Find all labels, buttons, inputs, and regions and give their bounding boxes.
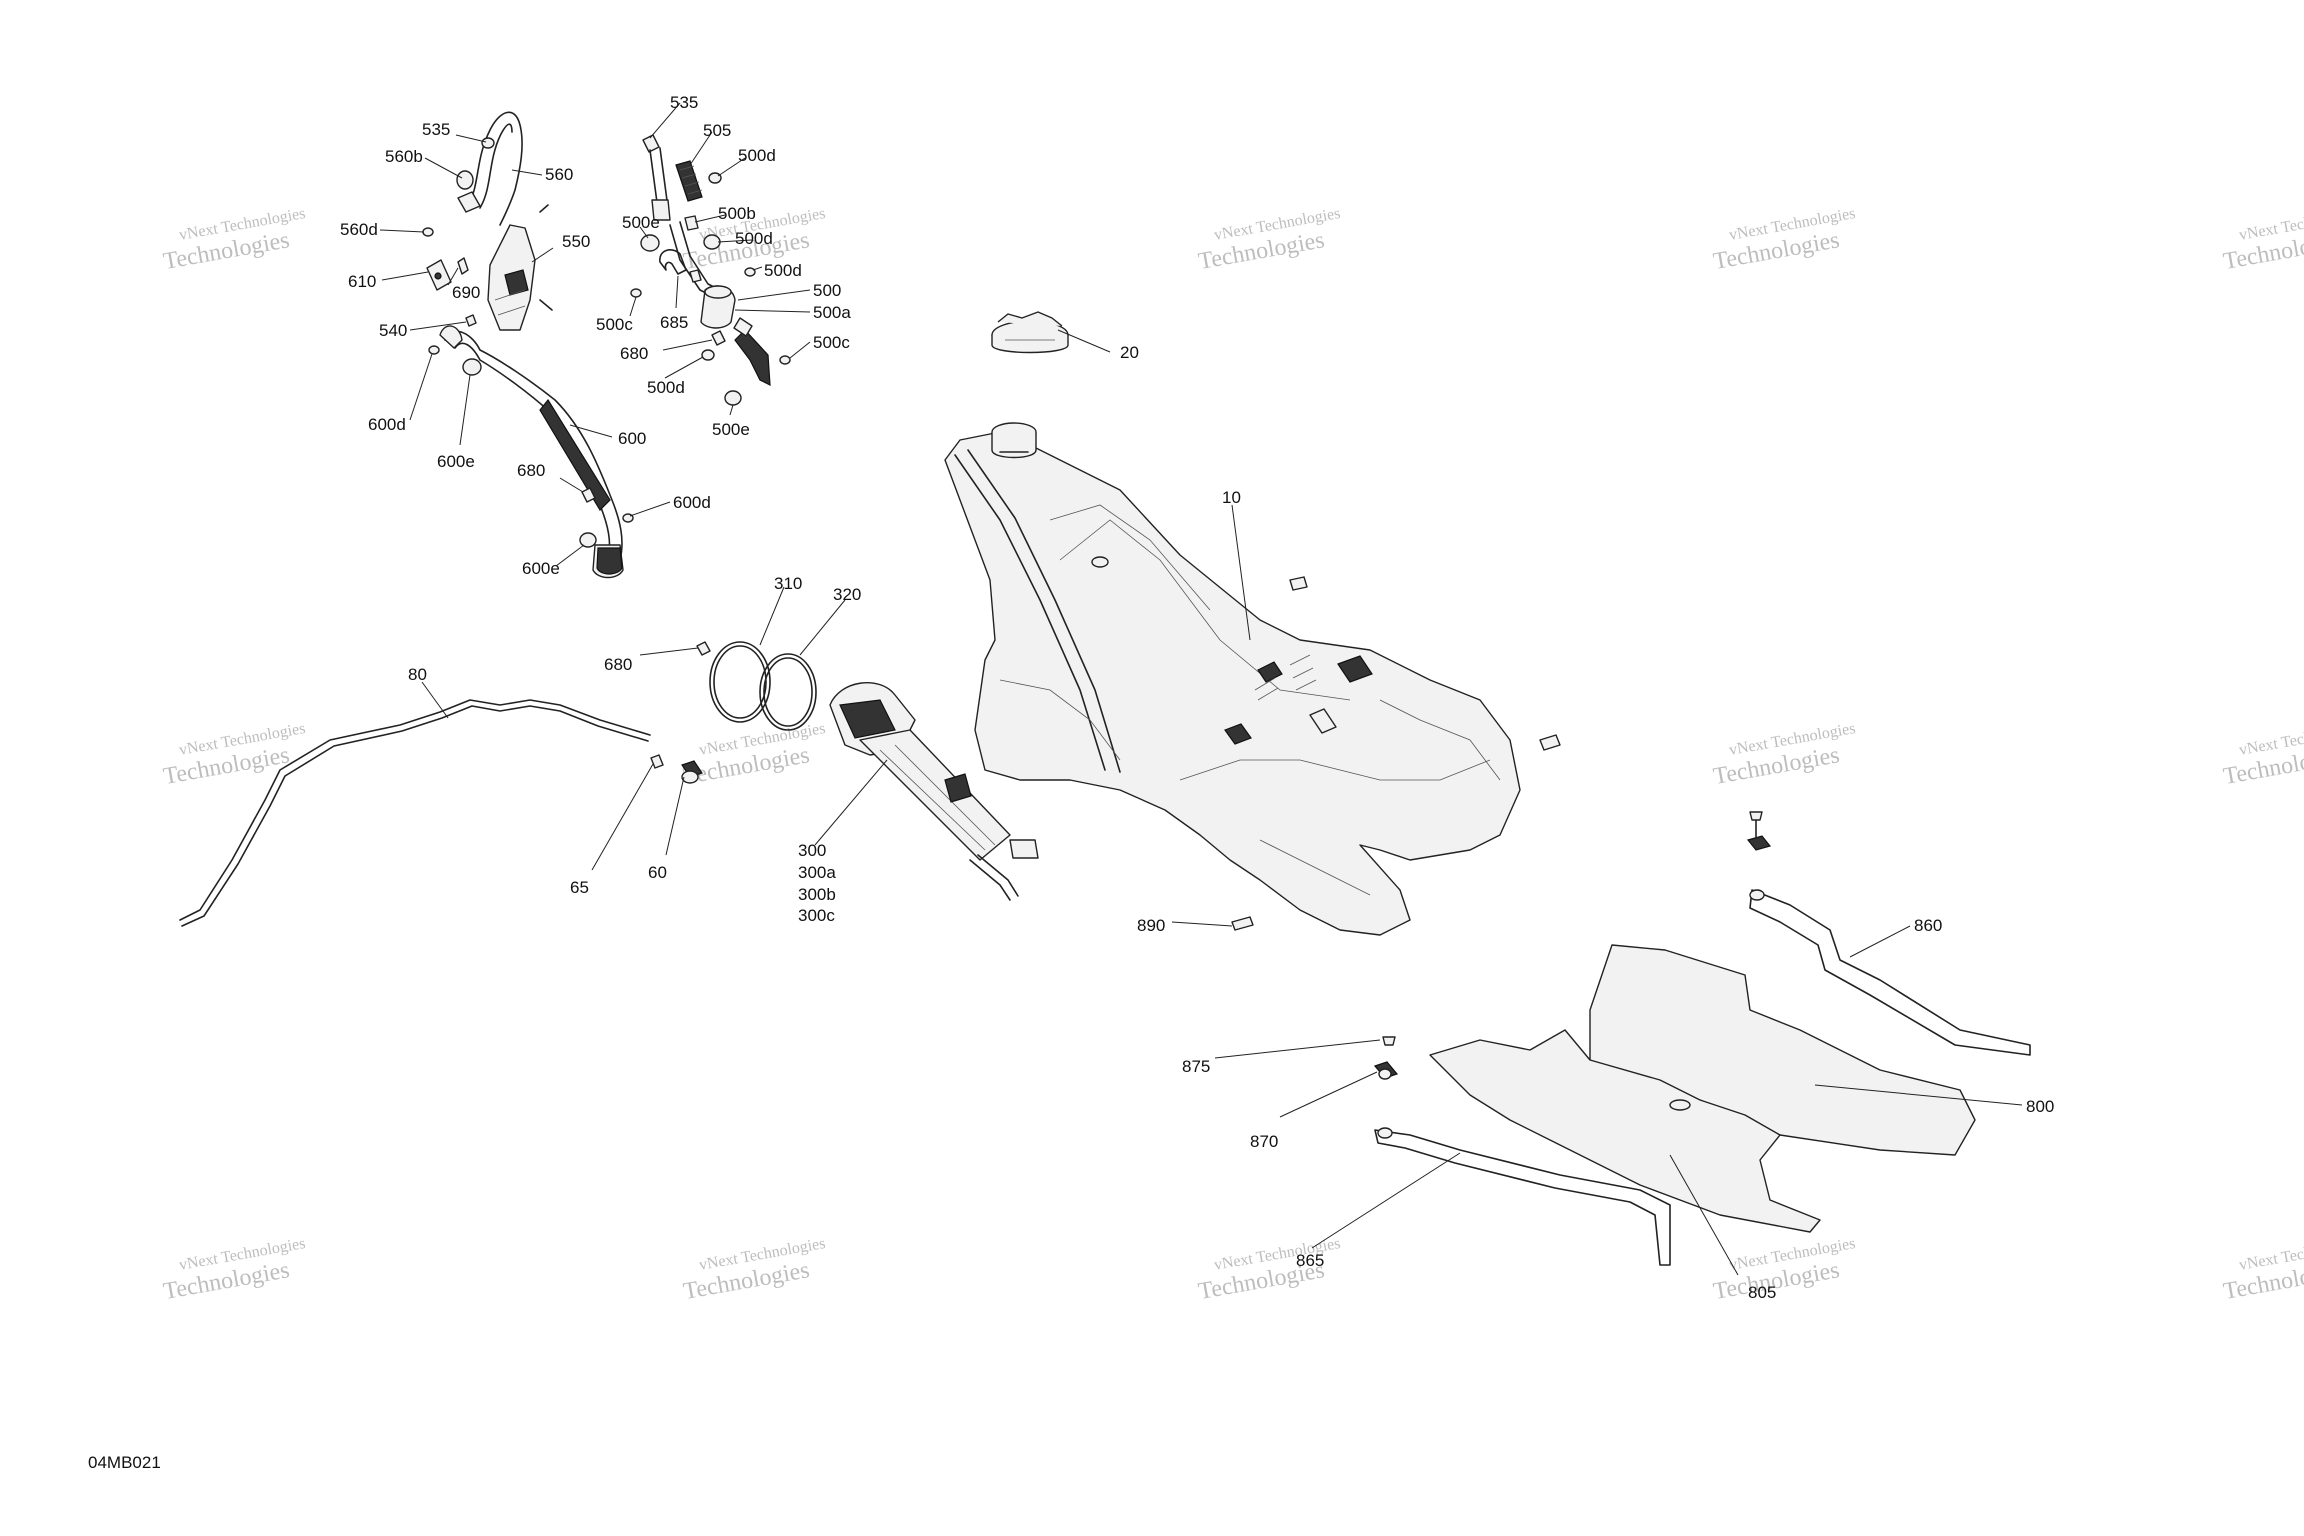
pad-tank-top[interactable] [1289, 576, 1308, 591]
label-500b: 500b [718, 204, 756, 223]
pad-890[interactable] [1231, 916, 1254, 931]
fitting-680c[interactable] [696, 641, 711, 656]
tube-535-stem[interactable] [649, 147, 671, 221]
clamp-560b[interactable] [456, 170, 474, 190]
label-560d: 560d [340, 220, 378, 239]
fuel-cap-20[interactable] [991, 311, 1069, 354]
washer-500c-2[interactable] [779, 355, 791, 365]
label-500e: 500e [622, 213, 660, 232]
label-20: 20 [1120, 343, 1139, 362]
clamp-600e[interactable] [462, 358, 482, 376]
label-600d-2: 600d [673, 493, 711, 512]
clamp-600e-2[interactable] [579, 532, 597, 548]
nut-right[interactable] [1749, 811, 1763, 821]
label-865: 865 [1296, 1251, 1324, 1270]
washer-500c[interactable] [630, 288, 642, 298]
label-600: 600 [618, 429, 646, 448]
label-800: 800 [2026, 1097, 2054, 1116]
label-300a: 300a [798, 863, 836, 882]
bracket-865[interactable] [1374, 1127, 1671, 1266]
label-500d-3: 500d [764, 261, 802, 280]
label-500: 500 [813, 281, 841, 300]
clip-870[interactable] [1373, 1061, 1399, 1080]
clamp-500e-2[interactable] [724, 390, 742, 406]
label-875: 875 [1182, 1057, 1210, 1076]
clamp-500e[interactable] [640, 234, 660, 252]
label-500d-2: 500d [735, 229, 773, 248]
spring-505[interactable] [675, 160, 703, 202]
label-870: 870 [1250, 1132, 1278, 1151]
washer-600d[interactable] [428, 345, 440, 355]
fitting-680b[interactable] [711, 330, 726, 346]
label-805: 805 [1748, 1283, 1776, 1302]
label-535: 535 [422, 120, 450, 139]
clamp-500d-2[interactable] [703, 234, 721, 250]
fitting-500b[interactable] [684, 215, 699, 231]
clamp-500d-4[interactable] [701, 349, 715, 361]
label-500d-4: 500d [647, 378, 685, 397]
fuel-pump-300[interactable] [829, 681, 1039, 901]
label-600e-2: 600e [522, 559, 560, 578]
screw-540[interactable] [465, 314, 477, 327]
label-320: 320 [833, 585, 861, 604]
bracket-860[interactable] [1749, 889, 2031, 1056]
fitting-680a[interactable] [581, 487, 596, 503]
seal-320[interactable] [759, 653, 817, 731]
callout-labels: 535 560b 560 560d 550 610 690 540 600d 6… [340, 93, 2054, 1302]
vent-hose-560[interactable] [457, 111, 523, 226]
label-540: 540 [379, 321, 407, 340]
skid-plate-805[interactable] [1429, 1029, 1821, 1233]
fitting-65[interactable] [650, 754, 664, 769]
clip-610[interactable] [426, 259, 452, 291]
label-65: 65 [570, 878, 589, 897]
washer-560d[interactable] [422, 227, 434, 237]
leader-lines [379, 102, 2023, 1276]
fitting-535a[interactable] [481, 137, 495, 149]
label-560b: 560b [385, 147, 423, 166]
nut-875[interactable] [1382, 1036, 1396, 1046]
label-300c: 300c [798, 906, 835, 925]
valve-500[interactable] [669, 221, 771, 387]
label-560: 560 [545, 165, 573, 184]
label-60: 60 [648, 863, 667, 882]
label-610: 610 [348, 272, 376, 291]
label-690: 690 [452, 283, 480, 302]
label-890: 890 [1137, 916, 1165, 935]
label-535-2: 535 [670, 93, 698, 112]
label-300: 300 [798, 841, 826, 860]
label-505: 505 [703, 121, 731, 140]
screw-690[interactable] [457, 257, 469, 275]
fuel-line-80[interactable] [179, 699, 651, 927]
label-550: 550 [562, 232, 590, 251]
label-310: 310 [774, 574, 802, 593]
pad-tank-right[interactable] [1539, 734, 1561, 751]
clip-right[interactable] [1746, 819, 1772, 851]
clamp-500d-3[interactable] [744, 267, 756, 277]
bracket-550[interactable] [487, 204, 553, 331]
connector-60[interactable] [681, 760, 703, 784]
label-500c: 500c [596, 315, 633, 334]
label-10: 10 [1222, 488, 1241, 507]
hose-600[interactable] [439, 325, 624, 579]
ring-310[interactable] [709, 641, 771, 723]
label-600d: 600d [368, 415, 406, 434]
label-685: 685 [660, 313, 688, 332]
label-600e: 600e [437, 452, 475, 471]
label-500e-2: 500e [712, 420, 750, 439]
label-860: 860 [1914, 916, 1942, 935]
label-680-3: 680 [604, 655, 632, 674]
label-680-2: 680 [620, 344, 648, 363]
fuel-tank-10[interactable] [944, 422, 1521, 936]
label-500c-2: 500c [813, 333, 850, 352]
label-680: 680 [517, 461, 545, 480]
label-500a: 500a [813, 303, 851, 322]
hose-685[interactable] [659, 249, 702, 283]
label-80: 80 [408, 665, 427, 684]
drawing-code: 04MB021 [88, 1453, 161, 1472]
label-300b: 300b [798, 885, 836, 904]
clamp-500d[interactable] [708, 172, 722, 184]
fitting-535b[interactable] [642, 134, 660, 153]
label-500d: 500d [738, 146, 776, 165]
